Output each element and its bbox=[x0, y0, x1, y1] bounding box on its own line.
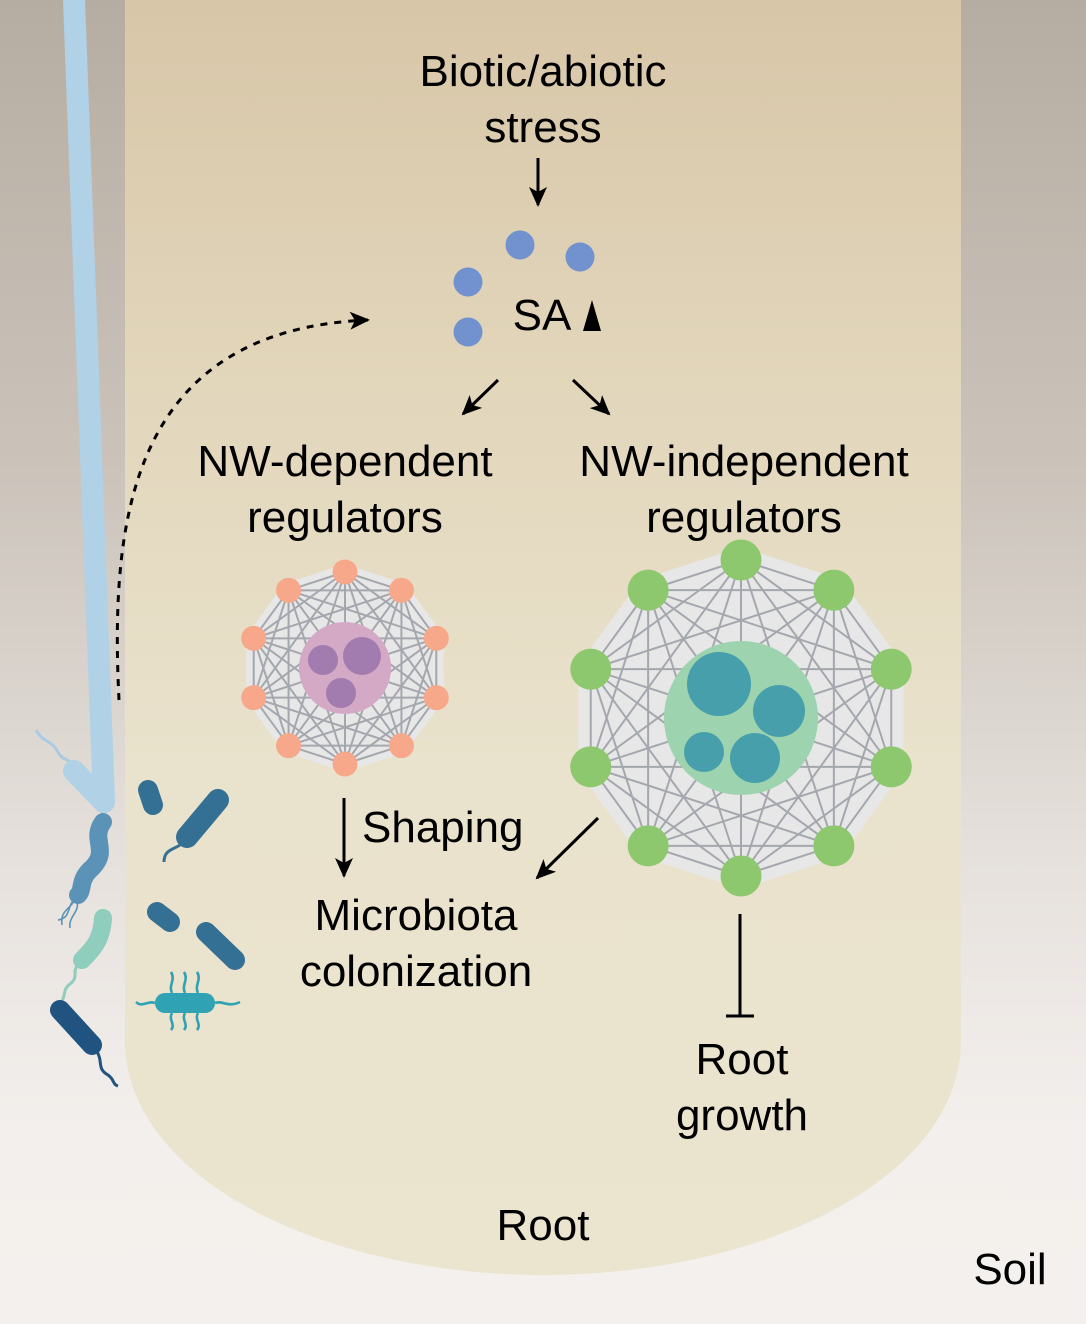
network-edge bbox=[253, 696, 346, 765]
network-edge bbox=[589, 589, 650, 768]
network-node bbox=[720, 855, 762, 897]
network-edge bbox=[288, 696, 437, 747]
network-edge bbox=[252, 638, 290, 746]
nw-dependent-label-line2: regulators bbox=[247, 493, 443, 542]
nw-dependent-label-line1: NW-dependent bbox=[197, 437, 493, 486]
network-edge bbox=[253, 589, 402, 640]
network-node bbox=[332, 559, 358, 585]
microbiota-label-line1: Microbiota bbox=[314, 891, 518, 940]
root-shape bbox=[125, 0, 961, 1275]
bacteria-group bbox=[34, 0, 245, 1088]
stress-label-line2: stress bbox=[484, 103, 602, 152]
root-growth-label-line2: growth bbox=[675, 1091, 809, 1140]
network-node bbox=[720, 539, 762, 581]
network-node bbox=[423, 685, 449, 711]
network-edge bbox=[740, 559, 893, 768]
stress-label-line1: Biotic/abiotic bbox=[419, 47, 667, 96]
network-edge bbox=[590, 766, 742, 877]
network-edge bbox=[253, 696, 402, 747]
sa-molecule-icon bbox=[453, 317, 483, 347]
network-node bbox=[813, 825, 855, 867]
network-edge bbox=[288, 589, 437, 640]
bacterium-icon bbox=[196, 922, 245, 970]
sa-to-nw-dependent-arrow bbox=[461, 378, 500, 416]
soil-label: Soil bbox=[973, 1245, 1047, 1294]
network-edge bbox=[344, 637, 438, 765]
root-growth-inhibition-arrow bbox=[726, 914, 754, 1018]
bacterium-icon bbox=[138, 780, 163, 815]
nw-independent-network bbox=[570, 539, 912, 897]
sa-label: SA bbox=[512, 291, 572, 340]
network-node bbox=[388, 577, 414, 603]
network-edge bbox=[590, 765, 835, 847]
network-node bbox=[276, 733, 302, 759]
network-node bbox=[627, 569, 669, 611]
network-module bbox=[343, 637, 381, 675]
network-edge bbox=[590, 589, 835, 671]
bacterium-icon bbox=[57, 813, 112, 929]
nw-independent-label-line2: regulators bbox=[646, 493, 842, 542]
feedback-dashed-arrow bbox=[115, 311, 370, 701]
nw-independent-label-line1: NW-independent bbox=[579, 437, 909, 486]
sa-molecule-icon bbox=[565, 242, 595, 272]
bacterium-icon bbox=[50, 1000, 119, 1088]
network-node bbox=[870, 648, 912, 690]
bacterium-icon bbox=[60, 909, 112, 1002]
root-label: Root bbox=[496, 1201, 590, 1250]
network-module bbox=[730, 733, 780, 783]
network-node bbox=[627, 825, 669, 867]
nw-independent-to-microbiota-arrow bbox=[535, 816, 600, 880]
bacterium-icon bbox=[147, 902, 180, 932]
shaping-label: Shaping bbox=[362, 803, 524, 852]
network-edge bbox=[740, 668, 893, 877]
bacterium-icon bbox=[135, 971, 241, 1031]
network-edge bbox=[589, 559, 742, 768]
microbiota-label-line2: colonization bbox=[299, 947, 533, 996]
network-node bbox=[276, 577, 302, 603]
sa-molecule-icon bbox=[505, 230, 535, 260]
network-edge bbox=[589, 668, 650, 847]
network-edge bbox=[647, 589, 892, 671]
bacterium-icon bbox=[162, 789, 229, 863]
network-module bbox=[684, 732, 724, 772]
network-node bbox=[423, 625, 449, 651]
network-edge bbox=[589, 668, 742, 877]
increase-triangle-icon bbox=[583, 300, 601, 331]
network-node bbox=[241, 685, 267, 711]
network-edge bbox=[252, 637, 346, 765]
network-node bbox=[570, 746, 612, 788]
network-node bbox=[388, 733, 414, 759]
network-edge bbox=[647, 765, 892, 847]
sa-molecule-icon bbox=[453, 267, 483, 297]
network-module bbox=[687, 652, 751, 716]
network-node bbox=[241, 625, 267, 651]
network-edge bbox=[252, 590, 290, 698]
network-module bbox=[308, 645, 338, 675]
network-node bbox=[870, 746, 912, 788]
root-growth-label-line1: Root bbox=[695, 1035, 789, 1084]
bacterium-icon bbox=[34, 0, 115, 813]
network-node bbox=[813, 569, 855, 611]
network-edge bbox=[252, 571, 346, 699]
network-module bbox=[326, 678, 356, 708]
nw-dependent-network bbox=[241, 559, 449, 777]
network-edge bbox=[344, 571, 438, 699]
network-node bbox=[332, 751, 358, 777]
network-node bbox=[570, 648, 612, 690]
sa-molecules bbox=[453, 230, 595, 347]
sa-to-nw-independent-arrow bbox=[571, 378, 611, 416]
network-module bbox=[753, 685, 805, 737]
